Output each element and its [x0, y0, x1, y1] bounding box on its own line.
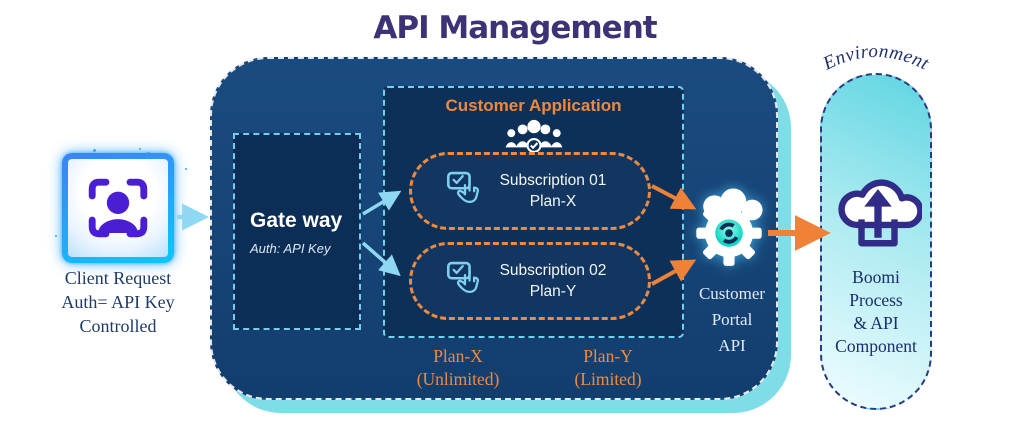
- customer-portal-api-label: Customer Portal API: [698, 284, 766, 355]
- page-title: API Management: [373, 10, 657, 46]
- subscription-02-label: Subscription 02 Plan-Y: [499, 262, 607, 300]
- client-request-node: [62, 153, 174, 263]
- boomi-process-label: Boomi Process & API Component: [835, 267, 917, 356]
- gateway-box: Gate way Auth: API Key: [233, 133, 361, 330]
- client-request-label: Client Request Auth= API Key Controlled: [61, 268, 175, 336]
- sparkle-dot: [93, 149, 96, 152]
- sparkle-dot: [185, 168, 187, 170]
- customer-application-title: Customer Application: [445, 96, 622, 115]
- cloud-upload-tray-icon: [834, 164, 924, 267]
- sparkle-dot: [139, 148, 141, 150]
- plan-y-note: Plan-Y (Limited): [574, 346, 642, 389]
- gear-cloud-icon: [686, 183, 772, 278]
- svg-text:Environment: Environment: [819, 41, 933, 75]
- subscription-01-label: Subscription 01 Plan-X: [499, 172, 607, 210]
- gateway-auth-note: Auth: API Key: [250, 241, 331, 256]
- environment-arc-label: Environment: [819, 41, 933, 75]
- subscription-02-pill: Subscription 02 Plan-Y: [409, 242, 651, 320]
- sparkle-dot: [55, 235, 57, 237]
- tap-subscribe-icon: [446, 258, 484, 305]
- tap-subscribe-icon: [446, 168, 484, 215]
- plan-x-note: Plan-X (Unlimited): [416, 346, 500, 389]
- customer-application-box: Customer Application: [383, 86, 684, 338]
- subscription-01-pill: Subscription 01 Plan-X: [409, 152, 651, 230]
- gateway-title: Gate way: [250, 209, 343, 232]
- user-scan-icon: [68, 159, 168, 257]
- people-group-check-icon: [385, 118, 682, 154]
